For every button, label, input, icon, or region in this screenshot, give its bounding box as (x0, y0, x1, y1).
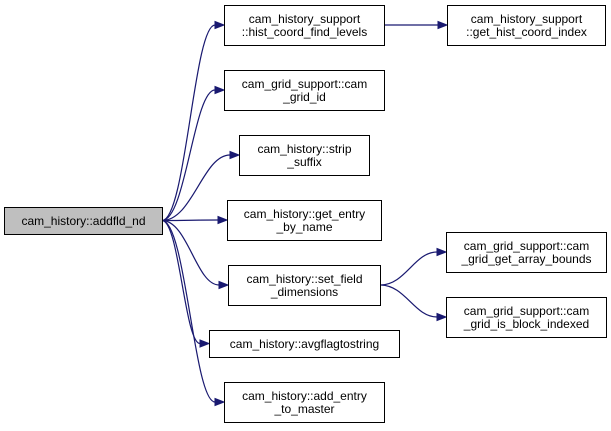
node-label-cam_grid_id-line-2: _grid_id (282, 90, 326, 104)
arrowhead-set_field_dimensions-to-cam_grid_is_block_indexed (436, 312, 448, 322)
arrowhead-addfld_nd-to-add_entry_to_master (214, 397, 226, 407)
arrowhead-addfld_nd-to-get_entry_by_name (217, 215, 229, 225)
node-label-addfld_nd-line-1: cam_history::addfld_nd (21, 214, 145, 228)
node-box-strip_suffix[interactable] (239, 135, 370, 176)
node-cam_grid_is_block_indexed[interactable]: cam_grid_support::cam_grid_is_block_inde… (446, 297, 607, 338)
node-box-addfld_nd[interactable] (4, 207, 163, 235)
node-cam_grid_id[interactable]: cam_grid_support::cam_grid_id (224, 70, 385, 111)
node-label-cam_grid_is_block_indexed-line-2: _grid_is_block_indexed (463, 317, 589, 331)
node-get_entry_by_name[interactable]: cam_history::get_entry_by_name (227, 200, 382, 241)
nodes-layer: cam_history::addfld_nd cam_history_suppor… (4, 5, 607, 423)
edge-addfld_nd-to-set_field_dimensions (161, 219, 220, 286)
edge-set_field_dimensions-to-cam_grid_is_block_indexed (379, 284, 438, 318)
node-label-cam_grid_id-line-1: cam_grid_support::cam (242, 77, 367, 91)
node-box-hist_coord_find_levels[interactable] (224, 5, 385, 46)
arrowhead-addfld_nd-to-hist_coord_find_levels (214, 20, 226, 30)
node-box-cam_grid_get_array_bounds[interactable] (446, 232, 607, 273)
node-label-get_hist_coord_index-line-1: cam_history_support (471, 12, 583, 26)
node-label-get_hist_coord_index-line-2: ::get_hist_coord_index (466, 25, 587, 39)
arrowhead-set_field_dimensions-to-cam_grid_get_array_bounds (436, 247, 448, 257)
node-box-set_field_dimensions[interactable] (228, 265, 381, 306)
node-avgflagtostring[interactable]: cam_history::avgflagtostring (209, 330, 400, 358)
arrowhead-addfld_nd-to-set_field_dimensions (218, 280, 230, 290)
node-label-hist_coord_find_levels-line-2: ::hist_coord_find_levels (242, 25, 367, 39)
edge-addfld_nd-to-hist_coord_find_levels (161, 24, 216, 222)
node-label-set_field_dimensions-line-2: _dimensions (270, 285, 338, 299)
arrowhead-addfld_nd-to-cam_grid_id (214, 85, 226, 95)
node-label-avgflagtostring-line-1: cam_history::avgflagtostring (230, 337, 379, 351)
node-box-get_hist_coord_index[interactable] (447, 5, 606, 46)
node-label-cam_grid_get_array_bounds-line-2: _grid_get_array_bounds (460, 252, 591, 266)
node-set_field_dimensions[interactable]: cam_history::set_field_dimensions (228, 265, 381, 306)
node-label-strip_suffix-line-1: cam_history::strip (257, 142, 351, 156)
edge-addfld_nd-to-avgflagtostring (161, 219, 201, 345)
node-box-cam_grid_id[interactable] (224, 70, 385, 111)
node-label-add_entry_to_master-line-1: cam_history::add_entry (242, 389, 367, 403)
node-label-hist_coord_find_levels-line-1: cam_history_support (249, 12, 361, 26)
node-box-avgflagtostring[interactable] (209, 330, 400, 358)
node-hist_coord_find_levels[interactable]: cam_history_support::hist_coord_find_lev… (224, 5, 385, 46)
edge-addfld_nd-to-cam_grid_id (161, 89, 216, 222)
edges-layer (161, 20, 449, 407)
node-label-strip_suffix-line-2: _suffix (286, 155, 321, 169)
arrowhead-addfld_nd-to-avgflagtostring (199, 339, 211, 348)
node-strip_suffix[interactable]: cam_history::strip_suffix (239, 135, 370, 176)
node-label-cam_grid_is_block_indexed-line-1: cam_grid_support::cam (464, 304, 589, 318)
node-label-set_field_dimensions-line-1: cam_history::set_field (246, 272, 362, 286)
node-label-add_entry_to_master-line-2: _to_master (273, 402, 334, 416)
edge-addfld_nd-to-add_entry_to_master (161, 219, 216, 403)
node-add_entry_to_master[interactable]: cam_history::add_entry_to_master (224, 382, 385, 423)
node-cam_grid_get_array_bounds[interactable]: cam_grid_support::cam_grid_get_array_bou… (446, 232, 607, 273)
node-box-cam_grid_is_block_indexed[interactable] (446, 297, 607, 338)
node-label-get_entry_by_name-line-1: cam_history::get_entry (244, 207, 365, 221)
edge-set_field_dimensions-to-cam_grid_get_array_bounds (379, 251, 438, 286)
arrowhead-hist_coord_find_levels-to-get_hist_coord_index (437, 20, 449, 30)
node-label-cam_grid_get_array_bounds-line-1: cam_grid_support::cam (464, 239, 589, 253)
node-label-get_entry_by_name-line-2: _by_name (275, 220, 332, 234)
node-box-get_entry_by_name[interactable] (227, 200, 382, 241)
node-get_hist_coord_index[interactable]: cam_history_support::get_hist_coord_inde… (447, 5, 606, 46)
arrowhead-addfld_nd-to-strip_suffix (229, 150, 241, 160)
node-box-add_entry_to_master[interactable] (224, 382, 385, 423)
edge-addfld_nd-to-strip_suffix (161, 154, 231, 222)
node-addfld_nd[interactable]: cam_history::addfld_nd (4, 207, 163, 235)
edge-addfld_nd-to-get_entry_by_name (161, 219, 219, 222)
